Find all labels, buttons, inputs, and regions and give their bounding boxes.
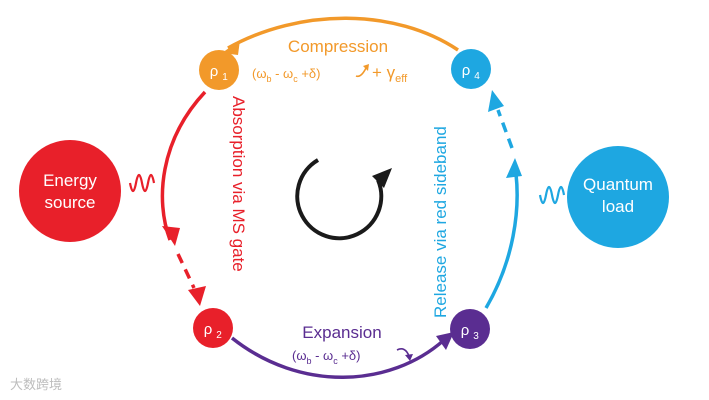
node-rho4: ρ 4 <box>451 49 491 89</box>
watermark-text: 大数跨境 <box>10 378 63 393</box>
compression-arrowhead <box>222 40 240 55</box>
svg-text:ρ: ρ <box>204 321 213 338</box>
expansion-formula: (ωb - ωc +δ) <box>292 348 360 366</box>
compression-small-arrowhead <box>363 64 369 71</box>
absorption-arc <box>160 90 207 241</box>
expansion-small-arrow-icon <box>396 348 410 357</box>
quantum-load: Quantum load <box>567 146 669 248</box>
svg-text:3: 3 <box>473 331 479 342</box>
absorption-label: Absorption via MS gate <box>229 96 248 272</box>
watermark: 大数跨境 <box>10 374 62 393</box>
cycle-rotation-arrow <box>295 158 384 241</box>
svg-text:ρ: ρ <box>462 62 471 79</box>
svg-text:ρ: ρ <box>461 322 470 339</box>
expansion-arc <box>230 336 446 379</box>
node-rho3: ρ 3 <box>450 309 490 349</box>
expansion-small-arrowhead <box>405 354 413 361</box>
absorption-dashed <box>176 253 196 289</box>
energy-source-line1: Energy <box>43 171 97 190</box>
cycle-rotation-arrowhead <box>372 168 392 188</box>
node-rho1: ρ 1 <box>199 50 239 90</box>
release-label: Release via red sideband <box>431 126 450 318</box>
release-arrowhead-1 <box>506 158 522 178</box>
expansion-arrowhead <box>436 332 454 350</box>
absorption-arrowhead-2 <box>188 286 206 306</box>
compression-formula: (ωb - ωc +δ) <box>252 66 320 84</box>
compression-gamma-term: + γeff <box>372 63 408 85</box>
release-dashed <box>496 109 514 149</box>
release-arc <box>484 173 519 309</box>
node-rho2: ρ 2 <box>193 308 233 348</box>
svg-text:ρ: ρ <box>210 63 219 80</box>
svg-text:2: 2 <box>216 330 222 341</box>
energy-source: Energy source <box>19 140 121 242</box>
quantum-load-line1: Quantum <box>583 175 653 194</box>
absorption-arrowhead-1 <box>162 226 180 246</box>
energy-source-line2: source <box>44 193 95 212</box>
compression-title: Compression <box>288 37 388 56</box>
compression-small-arrow-icon <box>355 67 367 78</box>
compression-arc <box>227 16 459 52</box>
svg-text:4: 4 <box>474 71 480 82</box>
quantum-load-line2: load <box>602 197 634 216</box>
expansion-title: Expansion <box>302 323 381 342</box>
release-arrowhead-2 <box>488 90 504 112</box>
load-wave-icon <box>538 185 566 205</box>
energy-wave-icon <box>128 173 156 193</box>
svg-text:1: 1 <box>222 72 228 83</box>
